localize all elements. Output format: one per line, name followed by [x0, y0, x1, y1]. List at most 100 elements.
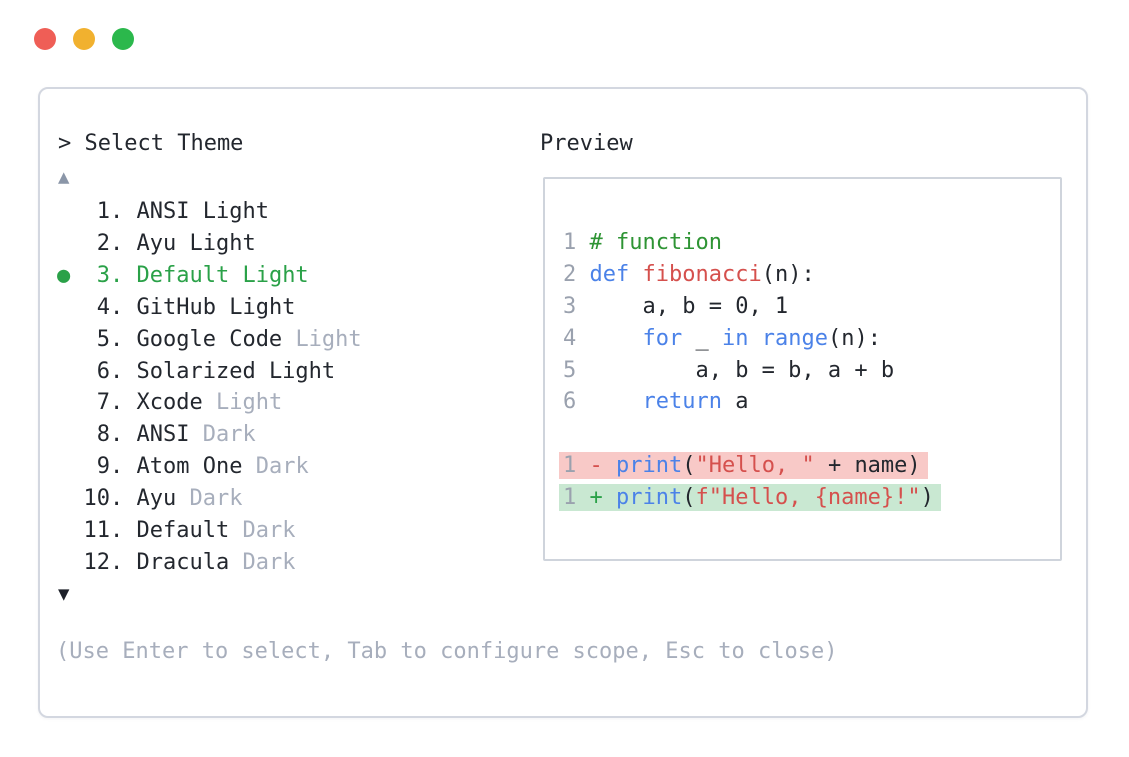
line-number: 1 [563, 230, 590, 255]
window-button-minimize[interactable] [73, 28, 95, 50]
theme-item-default-dark[interactable]: 11. Default Dark [57, 515, 362, 547]
theme-item-variant: Light [242, 262, 309, 288]
preview-pane: 1 # function 2 def fibonacci(n): 3 a, b = … [543, 177, 1062, 561]
theme-item-number: 11. [83, 518, 137, 544]
marker-spacer [57, 486, 84, 511]
code-line: 5 a, b = b, a + b [563, 355, 1060, 387]
theme-item-name: Default [136, 518, 243, 544]
theme-item-number: 6. [83, 358, 137, 384]
theme-item-name: Ayu [136, 486, 190, 512]
token-plain: (n): [827, 325, 881, 351]
theme-item-variant: Dark [255, 454, 309, 480]
theme-item-number: 4. [83, 294, 137, 320]
line-number: 4 [563, 325, 590, 351]
token-plain: _ [682, 325, 722, 351]
theme-item-name: Ayu [136, 230, 190, 256]
theme-item-name: GitHub [136, 294, 230, 320]
marker-spacer [57, 231, 84, 256]
theme-item-variant: Dark [189, 486, 243, 512]
theme-item-number: 1. [83, 199, 137, 224]
token-string: "Hello, " [695, 453, 815, 479]
marker-spacer [57, 327, 84, 352]
theme-item-ayu-dark[interactable]: 10. Ayu Dark [57, 483, 362, 515]
code-line [563, 418, 1060, 450]
code-line: 2 def fibonacci(n): [563, 259, 1060, 291]
theme-item-name: Atom One [136, 454, 256, 480]
code-line-diff-added: 1 + print(f"Hello, {name}!") [559, 482, 1060, 514]
scroll-up-icon[interactable]: ▲ [58, 166, 70, 188]
window-button-close[interactable] [34, 28, 56, 50]
theme-item-solarized-light[interactable]: 6. Solarized Light [57, 356, 362, 388]
theme-item-variant: Dark [242, 518, 296, 544]
theme-item-variant: Light [202, 199, 269, 224]
window-button-maximize[interactable] [112, 28, 134, 50]
select-theme-title: > Select Theme [58, 131, 244, 156]
theme-selector-panel: > Select Theme Preview ▲ 1. ANSI Light 2… [38, 87, 1088, 718]
preview-title: Preview [540, 131, 633, 156]
line-number: 5 [563, 357, 590, 383]
theme-item-xcode-light[interactable]: 7. Xcode Light [57, 387, 362, 419]
code-line-content: 5 a, b = b, a + b [563, 358, 894, 383]
theme-item-ansi-dark[interactable]: 8. ANSI Dark [57, 419, 362, 451]
code-line-content: 1 - print("Hello, " + name) [559, 452, 928, 480]
token-plain: + name) [814, 453, 921, 479]
token-keyword: print [616, 485, 683, 511]
code-line: 6 return a [563, 386, 1060, 418]
token-plain [590, 389, 643, 414]
token-keyword: in [721, 325, 749, 351]
line-number: 1 [563, 453, 590, 479]
code-line-content: 4 for _ in range(n): [563, 326, 881, 351]
token-keyword: return [642, 389, 722, 415]
theme-item-atom-one-dark[interactable]: 9. Atom One Dark [57, 451, 362, 483]
code-line: 4 for _ in range(n): [563, 323, 1060, 355]
window-controls [34, 28, 134, 50]
theme-item-number: 12. [83, 549, 137, 575]
token-string: f"Hello, {name}!" [695, 485, 921, 511]
line-number: 2 [563, 261, 590, 287]
token-keyword: range [761, 325, 828, 351]
token-plain [748, 326, 761, 351]
theme-item-number: 5. [83, 326, 137, 352]
theme-item-number: 9. [83, 454, 137, 480]
theme-item-variant: Dark [242, 549, 296, 575]
token-removed: - [589, 453, 616, 479]
marker-spacer [57, 550, 84, 575]
theme-item-name: ANSI [136, 199, 203, 224]
code-line-diff-removed: 1 - print("Hello, " + name) [559, 450, 1060, 482]
theme-item-github-light[interactable]: 4. GitHub Light [57, 292, 362, 324]
theme-item-variant: Light [189, 230, 256, 256]
code-line: 3 a, b = 0, 1 [563, 291, 1060, 323]
token-plain: a, b = b, a + b [589, 357, 895, 383]
theme-item-variant: Light [295, 326, 362, 352]
scroll-down-icon[interactable]: ▼ [58, 583, 70, 605]
theme-item-variant: Light [229, 294, 296, 320]
theme-item-google-code-light[interactable]: 5. Google Code Light [57, 324, 362, 356]
selected-indicator-icon: ● [57, 262, 84, 288]
theme-item-ayu-light[interactable]: 2. Ayu Light [57, 228, 362, 260]
line-number: 1 [563, 485, 590, 511]
code-line: 1 # function [563, 227, 1060, 259]
token-plain: (n): [761, 261, 815, 287]
token-plain [590, 326, 643, 351]
theme-list: 1. ANSI Light 2. Ayu Light● 3. Default L… [57, 196, 362, 579]
theme-item-dracula-dark[interactable]: 12. Dracula Dark [57, 547, 362, 579]
theme-item-number: 8. [83, 422, 137, 448]
theme-item-number: 7. [83, 390, 137, 416]
code-line-content: 2 def fibonacci(n): [563, 262, 815, 287]
theme-item-variant: Dark [202, 422, 256, 448]
theme-item-default-light[interactable]: ● 3. Default Light [57, 260, 362, 292]
marker-spacer [57, 295, 84, 320]
theme-item-number: 2. [83, 230, 137, 256]
token-plain: a [721, 389, 749, 415]
code-preview: 1 # function 2 def fibonacci(n): 3 a, b = … [545, 179, 1060, 514]
theme-item-name: Xcode [136, 390, 216, 416]
token-plain: a, b = 0, 1 [589, 293, 789, 319]
marker-spacer [57, 359, 84, 384]
theme-item-ansi-light[interactable]: 1. ANSI Light [57, 196, 362, 228]
theme-item-variant: Light [268, 358, 336, 384]
token-plain [629, 262, 642, 287]
marker-spacer [57, 422, 84, 447]
theme-item-name: ANSI [136, 422, 203, 448]
code-line-content: 1 # function [563, 230, 722, 255]
